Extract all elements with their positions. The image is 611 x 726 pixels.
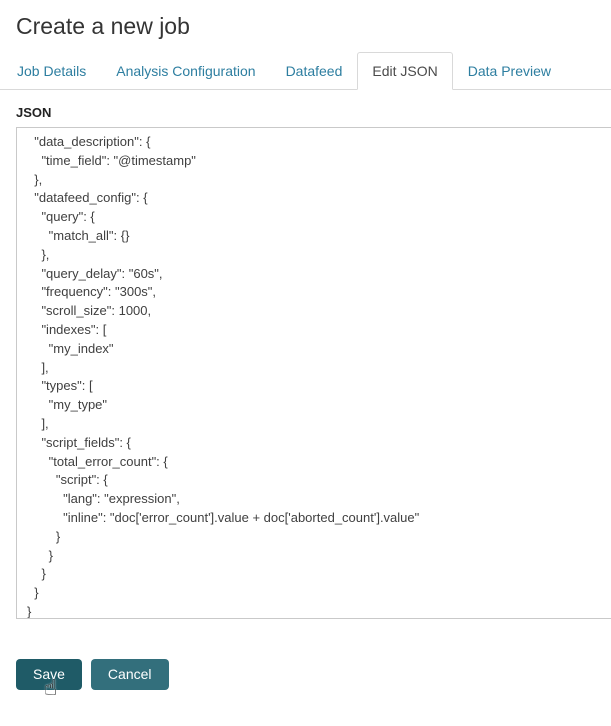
page-title: Create a new job	[16, 13, 190, 39]
tab-data-preview[interactable]: Data Preview	[467, 63, 552, 79]
save-button[interactable]: Save	[16, 659, 82, 690]
editor-section: JSON "data_description": { "time_field":…	[0, 105, 611, 619]
tab-job-details[interactable]: Job Details	[17, 63, 87, 79]
cancel-button[interactable]: Cancel	[90, 659, 169, 690]
json-label: JSON	[16, 105, 52, 120]
tab-bar: Job Details Analysis Configuration Dataf…	[0, 52, 611, 90]
tab-datafeed[interactable]: Datafeed	[285, 63, 343, 79]
tab-analysis-configuration[interactable]: Analysis Configuration	[116, 63, 256, 79]
action-buttons: Save Cancel ☝	[16, 659, 611, 701]
json-editor-textarea[interactable]: "data_description": { "time_field": "@ti…	[16, 127, 611, 619]
tab-edit-json[interactable]: Edit JSON	[357, 52, 453, 90]
